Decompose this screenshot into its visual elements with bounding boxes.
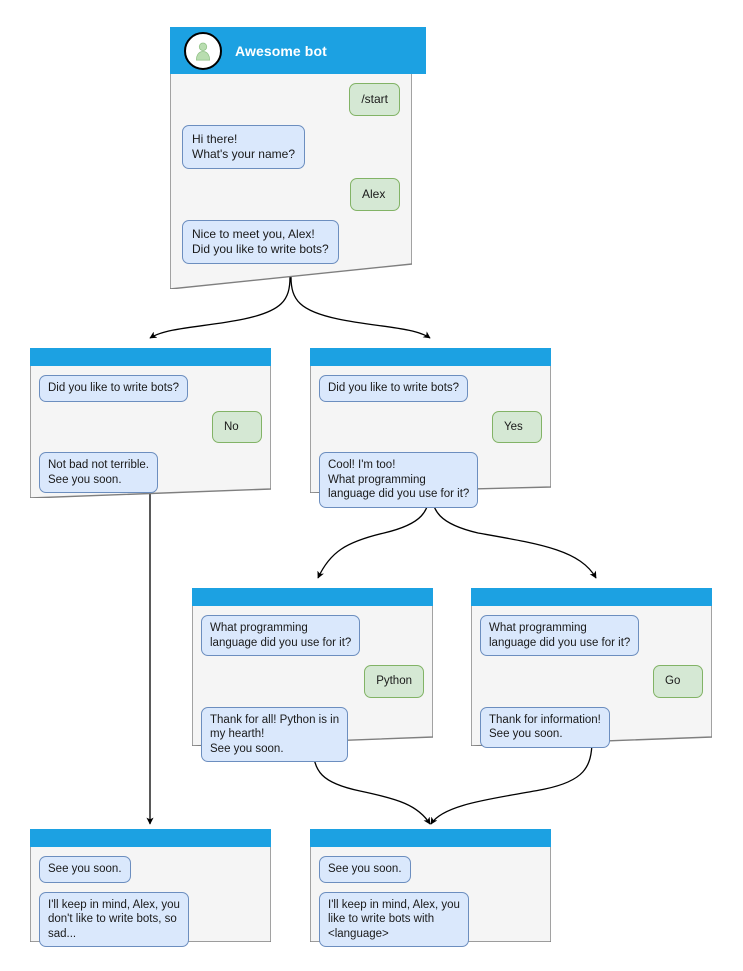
chat-row: Yes <box>319 410 542 443</box>
chat-row: Python <box>201 665 424 698</box>
chat-row: No <box>39 410 262 443</box>
go-branch-title-bar <box>471 588 712 606</box>
root-chat-log: /start Hi there! What's your name? Alex … <box>170 74 412 289</box>
chat-bubble-user: Alex <box>350 178 400 211</box>
chat-bubble-bot: See you soon. <box>319 856 411 883</box>
chat-bubble-bot: What programming language did you use fo… <box>480 615 640 656</box>
chat-row: Thank for all! Python is in my hearth! S… <box>201 706 424 762</box>
node-no-branch[interactable]: Did you like to write bots? No Not bad n… <box>30 348 271 498</box>
chat-row: Alex <box>182 178 400 211</box>
chat-bubble-bot: I'll keep in mind, Alex, you like to wri… <box>319 891 469 947</box>
chat-bubble-bot: See you soon. <box>39 856 131 883</box>
chat-row: What programming language did you use fo… <box>201 615 424 656</box>
end-sad-chat-log: See you soon. I'll keep in mind, Alex, y… <box>30 847 271 947</box>
python-branch-title-bar <box>192 588 433 606</box>
chat-bubble-user: Python <box>364 665 424 698</box>
end-sad-title-bar <box>30 829 271 847</box>
person-avatar-icon <box>184 31 222 70</box>
chat-row: Hi there! What's your name? <box>182 125 400 169</box>
chat-row: Nice to meet you, Alex! Did you like to … <box>182 220 400 264</box>
python-branch-chat-log: What programming language did you use fo… <box>192 606 433 762</box>
no-branch-title-bar <box>30 348 271 366</box>
chat-row: Go <box>480 665 703 698</box>
chat-bubble-user: Go <box>653 665 703 698</box>
chat-row: Did you like to write bots? <box>319 375 542 402</box>
chat-bubble-bot: Did you like to write bots? <box>319 375 469 402</box>
chat-row: What programming language did you use fo… <box>480 615 703 656</box>
yes-branch-chat-log: Did you like to write bots? Yes Cool! I'… <box>310 366 551 508</box>
node-root[interactable]: Awesome bot /start Hi there! What's your… <box>170 27 426 289</box>
chat-bubble-user: Yes <box>492 410 542 443</box>
chat-row: I'll keep in mind, Alex, you don't like … <box>39 891 262 947</box>
end-happy-title-bar <box>310 829 551 847</box>
node-yes-branch[interactable]: Did you like to write bots? Yes Cool! I'… <box>310 348 551 508</box>
chat-row: Cool! I'm too! What programming language… <box>319 452 542 508</box>
node-end-sad[interactable]: See you soon. I'll keep in mind, Alex, y… <box>30 829 271 947</box>
chat-bubble-bot: I'll keep in mind, Alex, you don't like … <box>39 891 189 947</box>
chat-bubble-bot: Did you like to write bots? <box>39 375 189 402</box>
chat-bubble-bot: Hi there! What's your name? <box>182 125 306 169</box>
chat-row: /start <box>182 83 400 116</box>
chat-row: See you soon. <box>39 856 262 883</box>
go-branch-chat-log: What programming language did you use fo… <box>471 606 712 748</box>
chat-bubble-bot: What programming language did you use fo… <box>201 615 361 656</box>
chat-row: Not bad not terrible. See you soon. <box>39 452 262 493</box>
end-happy-chat-log: See you soon. I'll keep in mind, Alex, y… <box>310 847 551 947</box>
no-branch-chat-log: Did you like to write bots? No Not bad n… <box>30 366 271 498</box>
chat-bubble-bot: Thank for all! Python is in my hearth! S… <box>201 706 349 762</box>
chat-bubble-user: No <box>212 410 262 443</box>
chat-bubble-bot: Cool! I'm too! What programming language… <box>319 452 479 508</box>
yes-branch-title-bar <box>310 348 551 366</box>
node-end-happy[interactable]: See you soon. I'll keep in mind, Alex, y… <box>310 829 551 947</box>
root-title-bar: Awesome bot <box>170 27 426 74</box>
chat-bubble-user: /start <box>349 83 400 116</box>
node-python-branch[interactable]: What programming language did you use fo… <box>192 588 433 762</box>
root-bot-title: Awesome bot <box>235 42 327 59</box>
chat-row: Did you like to write bots? <box>39 375 262 402</box>
chat-row: I'll keep in mind, Alex, you like to wri… <box>319 891 542 947</box>
chat-bubble-bot: Thank for information! See you soon. <box>480 706 610 748</box>
chat-bubble-bot: Nice to meet you, Alex! Did you like to … <box>182 220 339 264</box>
chat-row: See you soon. <box>319 856 542 883</box>
edge-go-to-end-happy <box>430 739 593 825</box>
chat-row: Thank for information! See you soon. <box>480 706 703 748</box>
node-go-branch[interactable]: What programming language did you use fo… <box>471 588 712 748</box>
chat-bubble-bot: Not bad not terrible. See you soon. <box>39 452 159 493</box>
